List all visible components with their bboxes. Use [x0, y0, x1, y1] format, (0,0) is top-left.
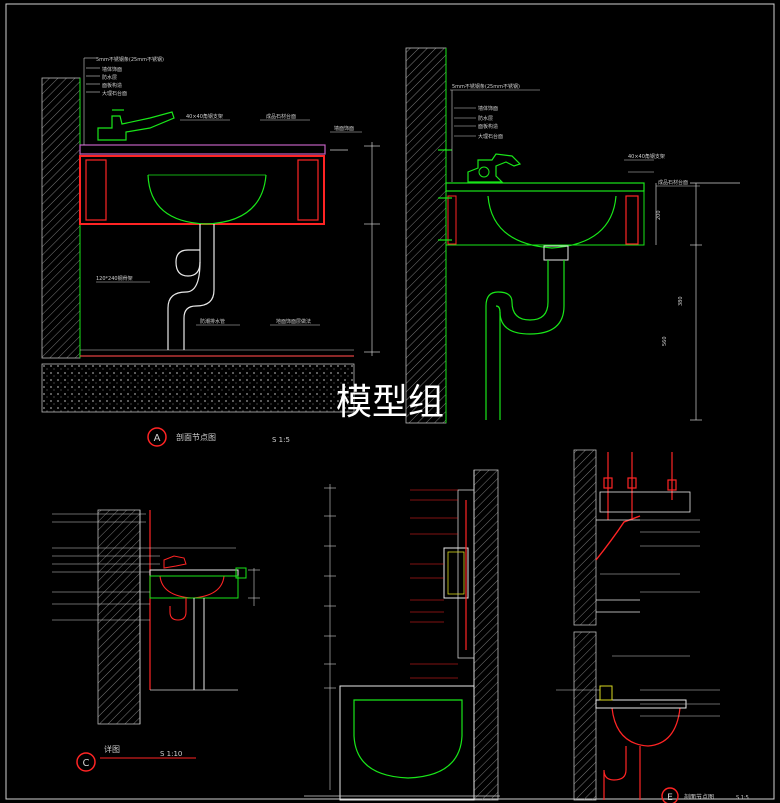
note-a-top5: 大理石台面 [102, 90, 127, 97]
trap-c [169, 598, 187, 621]
cabinet-strip-d [457, 489, 475, 659]
title-c-circle [76, 752, 96, 772]
wall-b [405, 47, 447, 424]
trap-e [603, 746, 627, 800]
basin-b [487, 195, 617, 249]
leaders-c [52, 513, 236, 621]
faucet-c [163, 555, 187, 569]
countertop-c [149, 569, 239, 577]
trap-b-outer [485, 260, 549, 420]
ceiling-box-e [599, 491, 691, 513]
wall-c [97, 509, 141, 725]
panel-c-detail: C 详图 S 1:10 [52, 509, 260, 772]
title-c-scale: S 1:10 [160, 750, 182, 758]
trap-b-inner [495, 260, 565, 335]
leaders-a [83, 57, 362, 326]
trap-a [175, 224, 201, 277]
note-b-2: 防水层 [478, 115, 493, 122]
dim-b-3: 560 [662, 336, 668, 346]
panel-a-section: 5mm不锈钢条(25mm不锈钢) 墙体饰面 防水层 面板构造 大理石台面 40×… [41, 56, 380, 447]
vanity-post-right-a [297, 159, 319, 221]
note-a-top4: 面板构造 [102, 82, 122, 89]
note-b-4: 大理石台面 [478, 133, 503, 140]
note-a-top3: 防水层 [102, 74, 117, 81]
basin-c [159, 575, 225, 599]
wall-d [473, 469, 499, 801]
faucet-a [97, 111, 175, 141]
panel-b-section: 200 380 560 5mm不锈钢条(25mm不锈钢) 墙体饰面 防水层 面板… [405, 47, 740, 424]
cornice-curve-e [595, 515, 641, 561]
countertop-b [445, 182, 645, 192]
title-a-letter: A [154, 433, 161, 444]
wall-e-upper [573, 449, 597, 626]
drain-b [543, 245, 569, 261]
countertop-a [79, 144, 326, 155]
note-a-pipe: 120*240钢骨架 [96, 275, 133, 282]
basin-e [611, 707, 681, 747]
faucet-knob-b [478, 166, 490, 178]
sheet-border [5, 3, 775, 800]
drain-pipe-inner-a [167, 261, 201, 350]
note-b-1: 墙体饰面 [478, 105, 498, 112]
faucet-b [467, 153, 522, 183]
hangers-e [603, 452, 677, 520]
title-a-name: 剖面节点图 [176, 432, 216, 442]
basin-d [353, 699, 463, 779]
title-e-circle [661, 787, 679, 803]
box-d [443, 547, 469, 599]
note-a-counter: 成品石材台面 [266, 113, 296, 120]
wall-a [41, 77, 81, 359]
vanity-post-b [625, 195, 639, 245]
anchors-b [438, 149, 452, 241]
note-b-3: 面板构造 [478, 123, 498, 130]
note-a-top1: 5mm不锈钢条(25mm不锈钢) [96, 56, 164, 63]
title-a-circle [147, 427, 167, 447]
note-a-right: 墙面饰面 [334, 125, 354, 132]
leaders-e [556, 519, 720, 717]
title-e-scale: S 1:5 [736, 795, 749, 801]
faucet-e [599, 685, 613, 701]
note-a-top2: 墙体饰面 [102, 66, 122, 73]
wall-e-lower [573, 631, 597, 801]
dim-ticks-d [324, 487, 336, 689]
title-a-scale: S 1:5 [272, 436, 290, 444]
vanity-frame-a [79, 155, 325, 225]
note-a-drain: 防潮排水管 [200, 318, 225, 325]
title-c-letter: C [83, 758, 90, 769]
title-e-letter: E [667, 793, 673, 803]
vanity-post-left-b [447, 195, 457, 245]
vanity-c [149, 575, 239, 599]
dim-b-2: 380 [678, 296, 684, 306]
floor-a [41, 363, 355, 413]
dim-b-1: 200 [656, 210, 662, 220]
note-b-6: 成品石材台面 [658, 179, 688, 186]
leaders-d [410, 489, 458, 679]
vanity-post-left-a [85, 159, 107, 221]
vanity-d [339, 685, 475, 801]
watermark-text: 模型组 [336, 382, 444, 423]
panel-d-section [304, 469, 500, 801]
basin-a [147, 174, 267, 225]
note-b-5: 40×40角钢支架 [628, 153, 665, 160]
note-a-floor: 地面饰面层做法 [276, 318, 311, 325]
vanity-b [445, 190, 645, 246]
title-e-name: 剖面节点图 [684, 793, 714, 801]
panel-e-section: E 剖面节点图 S 1:5 [556, 449, 749, 803]
leaders-b [450, 89, 700, 187]
note-a-brace: 40×40角钢支架 [186, 113, 223, 120]
note-b-top: 5mm不锈钢条(25mm不锈钢) [452, 83, 520, 90]
title-c-name: 详图 [104, 744, 120, 754]
drain-pipe-a [183, 224, 215, 350]
